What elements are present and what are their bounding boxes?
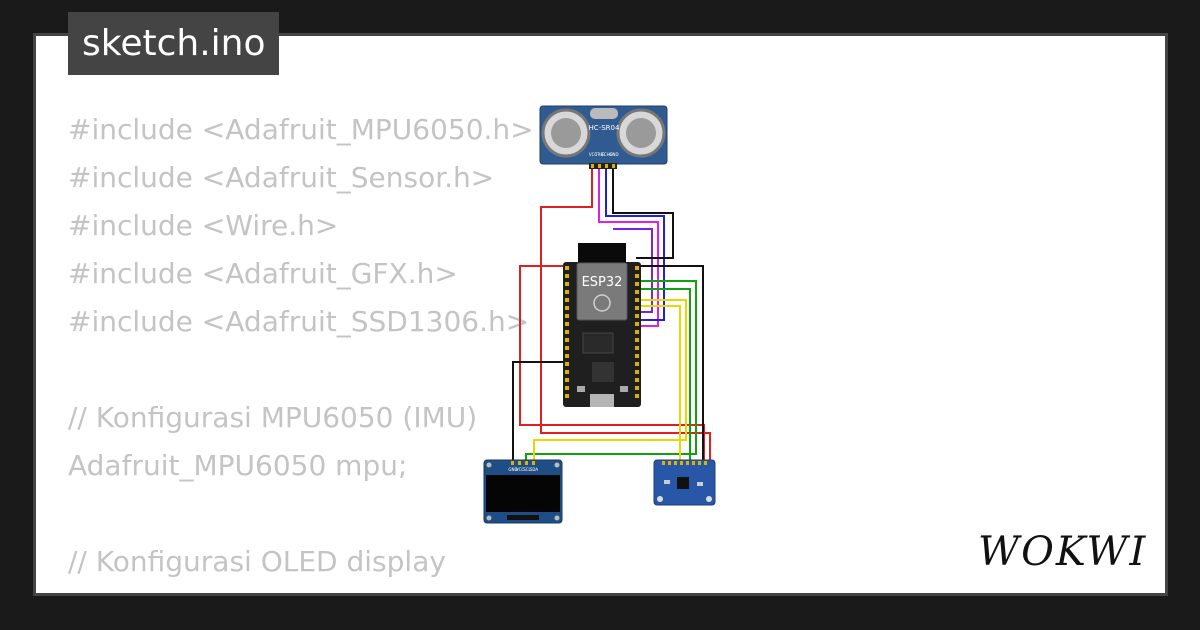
shield-module bbox=[576, 262, 628, 321]
pin-label: GND bbox=[508, 467, 517, 472]
wokwi-logo: WOKWI bbox=[978, 529, 1148, 575]
code-line: #include <Adafruit_Sensor.h> bbox=[68, 161, 495, 194]
code-line: Adafruit_MPU6050 mpu; bbox=[68, 449, 408, 482]
pin-header-right bbox=[635, 266, 639, 398]
wire-yellow-sda bbox=[533, 299, 687, 460]
wire-black-gnd bbox=[612, 165, 674, 259]
code-preview: #include <Adafruit_MPU6050.h> #include <A… bbox=[68, 106, 534, 593]
oled-screen bbox=[486, 475, 560, 512]
wire-purple bbox=[613, 228, 653, 313]
pin-label: SDA bbox=[530, 467, 539, 472]
pin-label: GND bbox=[609, 152, 618, 157]
code-line: #include <Adafruit_SSD1306.h> bbox=[68, 305, 530, 338]
code-line: #include <Adafruit_MPU6050.h> bbox=[68, 113, 534, 146]
esp32-board[interactable]: ESP32 bbox=[563, 243, 641, 407]
wire-green-imu bbox=[636, 288, 691, 460]
code-line: // Konfigurasi OLED display bbox=[68, 545, 446, 578]
wire-blue-echo bbox=[605, 165, 665, 321]
wire-green-scl bbox=[525, 280, 697, 460]
code-line: #include <Adafruit_GFX.h> bbox=[68, 257, 458, 290]
oled-display[interactable]: GND VCC SCL SDA bbox=[483, 459, 563, 524]
antenna bbox=[578, 243, 626, 265]
pin-label: SCL bbox=[523, 467, 531, 472]
wire-black-imu-gnd bbox=[636, 265, 704, 460]
file-name-tab: sketch.ino bbox=[68, 12, 280, 75]
wire-red-vcc bbox=[540, 165, 711, 460]
pin-label: ECHO bbox=[601, 152, 612, 157]
code-line: #include <Wire.h> bbox=[68, 209, 339, 242]
imu-module[interactable] bbox=[653, 459, 716, 506]
code-line: // Konfigurasi MPU6050 (IMU) bbox=[68, 401, 478, 434]
wire-black-oled-gnd bbox=[512, 361, 568, 460]
ultrasonic-sensor[interactable]: HC-SR04 VCC TRIG ECHO GND bbox=[539, 105, 668, 169]
esp32-label: ESP32 bbox=[582, 275, 623, 290]
usb-port bbox=[590, 394, 614, 407]
pin-label: VCC bbox=[516, 467, 525, 472]
pin-label: VCC bbox=[589, 152, 598, 157]
ultrasonic-label: HC-SR04 bbox=[589, 124, 620, 132]
imu-chip bbox=[677, 477, 689, 489]
pin-label: TRIG bbox=[594, 152, 605, 157]
wire-yellow-imu bbox=[636, 305, 681, 460]
wires bbox=[512, 165, 711, 460]
espressif-logo-icon bbox=[593, 294, 611, 312]
wire-magenta-trig bbox=[598, 165, 659, 327]
pin-header-left bbox=[565, 266, 569, 398]
